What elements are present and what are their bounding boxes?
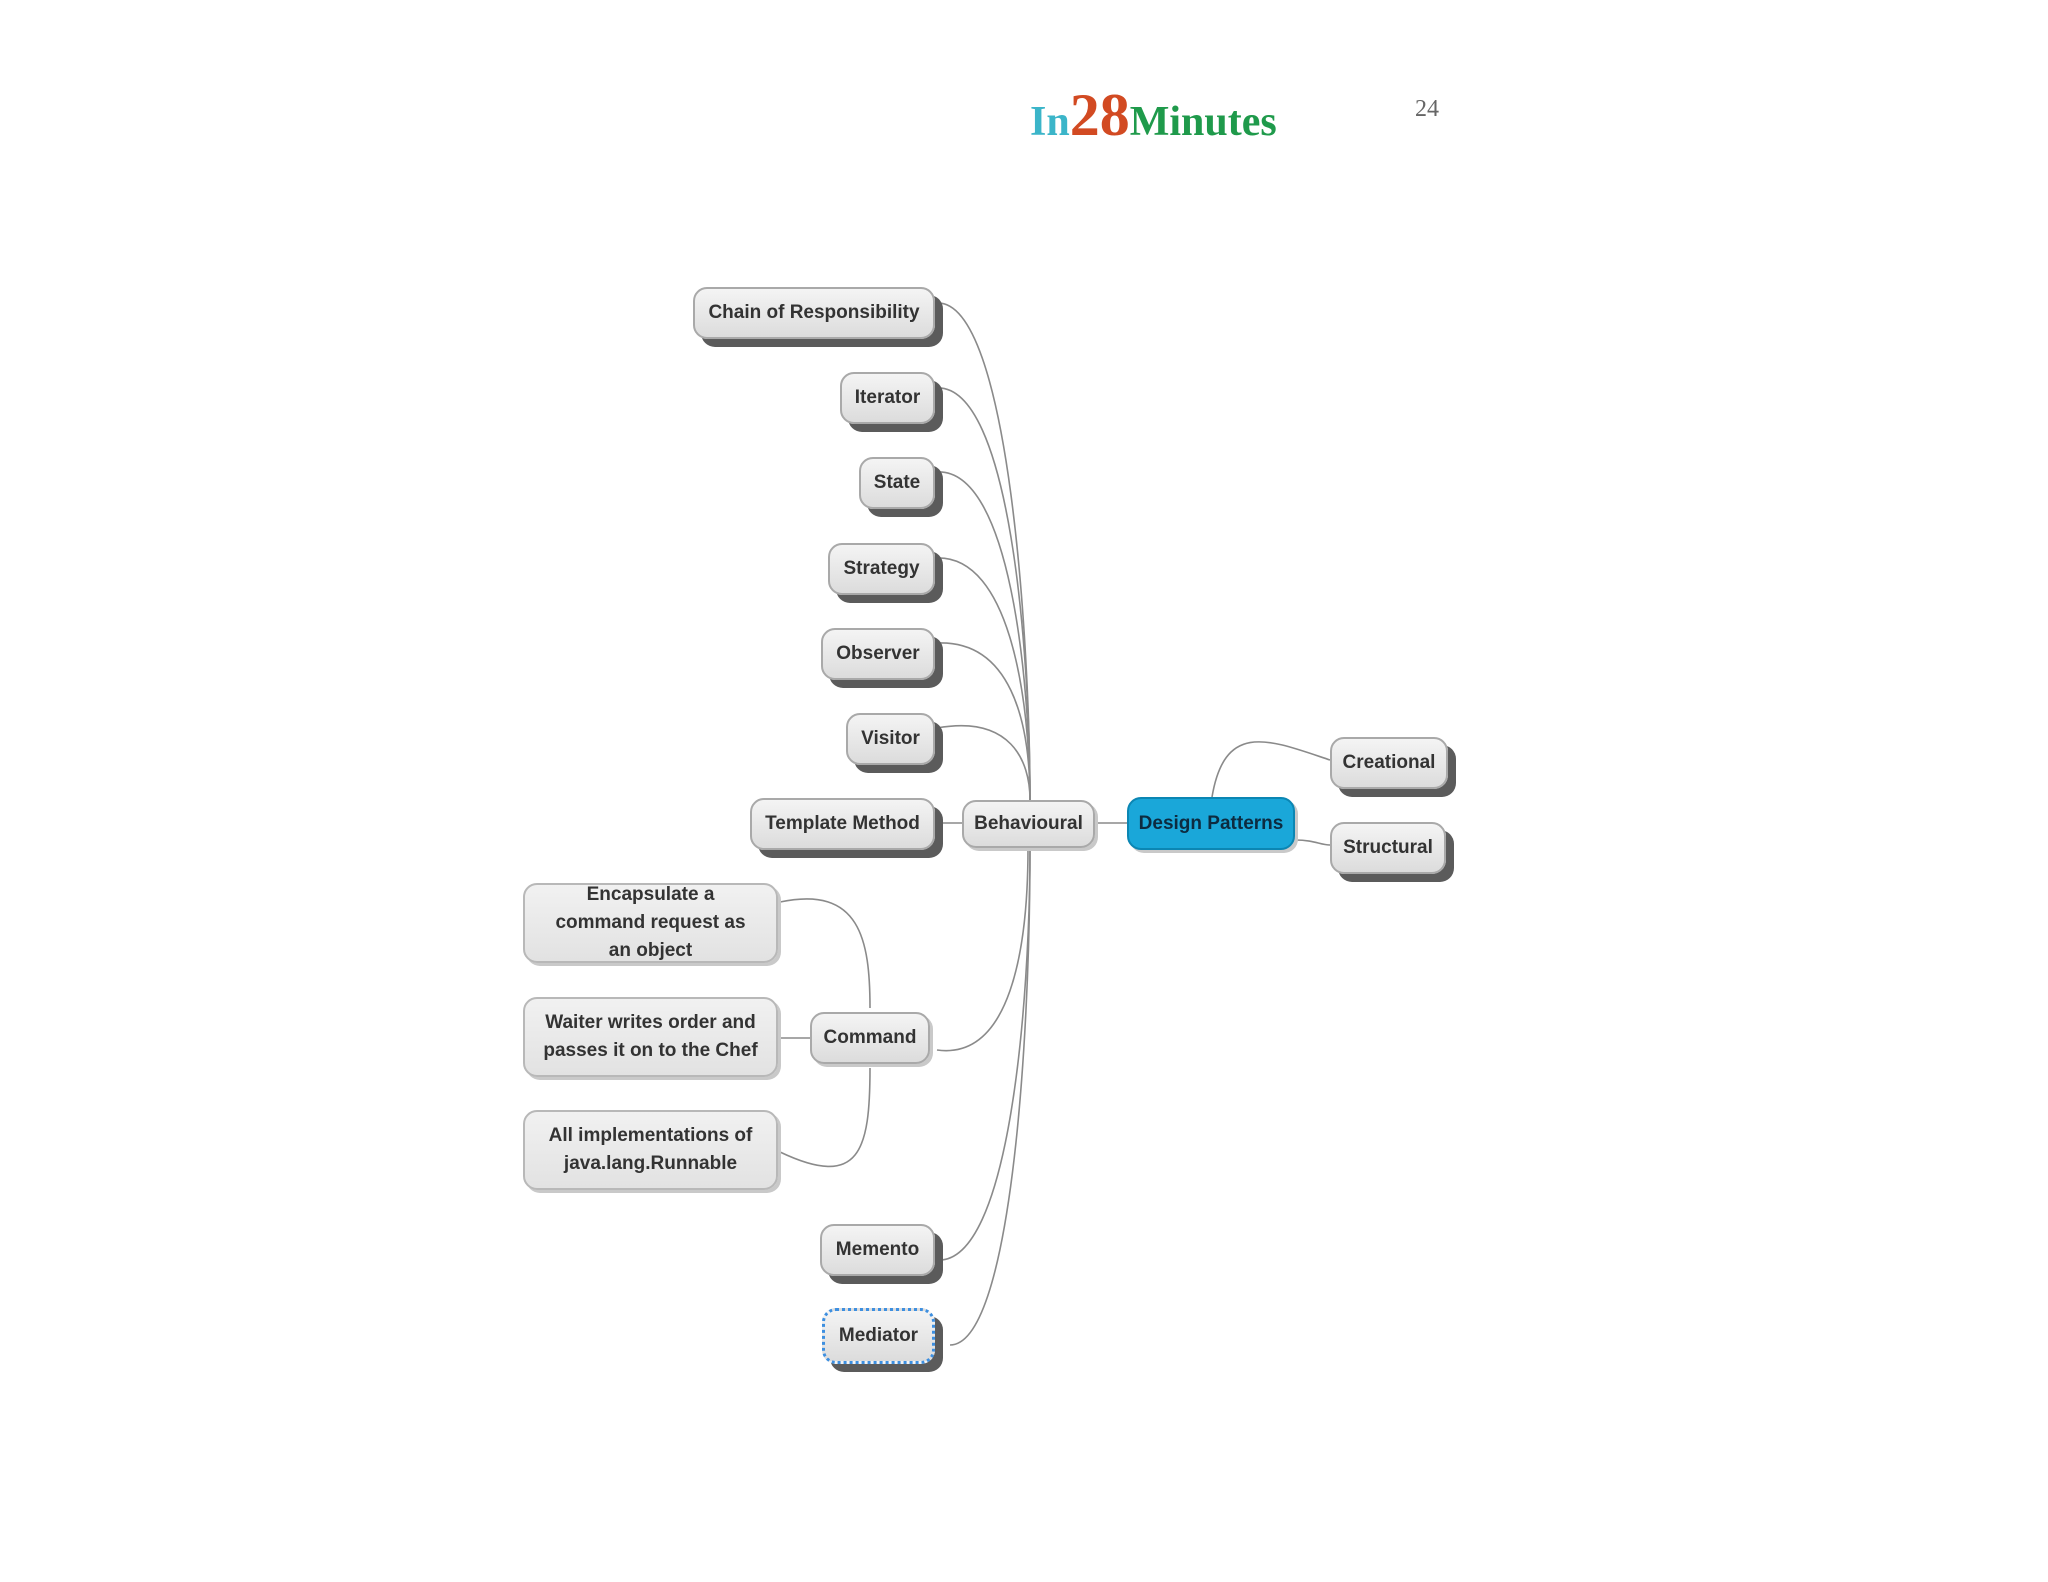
link-behavioural-mediator: [949, 847, 1031, 1346]
node-strategy[interactable]: Strategy: [828, 543, 935, 595]
node-mediator[interactable]: Mediator: [822, 1308, 935, 1364]
node-state[interactable]: State: [859, 457, 935, 509]
link-behavioural-memento: [936, 847, 1031, 1261]
note-java-runnable[interactable]: All implementations of java.lang.Runnabl…: [523, 1110, 778, 1190]
link-behavioural-strategy: [936, 557, 1031, 801]
link-behavioural-observer: [936, 642, 1031, 801]
link-behavioural-command: [936, 847, 1029, 1052]
link-command-note3: [779, 1067, 871, 1168]
node-memento[interactable]: Memento: [820, 1224, 935, 1276]
in28minutes-logo: In28Minutes: [1030, 85, 1277, 145]
link-behavioural-visitor: [936, 725, 1031, 801]
link-root-structural: [1294, 839, 1331, 846]
node-observer[interactable]: Observer: [821, 628, 935, 680]
node-creational[interactable]: Creational: [1330, 737, 1448, 789]
link-command-note1: [779, 898, 871, 1009]
node-design-patterns-root[interactable]: Design Patterns: [1127, 797, 1295, 850]
node-visitor[interactable]: Visitor: [846, 713, 935, 765]
node-iterator[interactable]: Iterator: [840, 372, 935, 424]
node-structural[interactable]: Structural: [1330, 822, 1446, 874]
node-template-method[interactable]: Template Method: [750, 798, 935, 850]
page-number: 24: [1415, 96, 1439, 122]
note-waiter-writes-order[interactable]: Waiter writes order and passes it on to …: [523, 997, 778, 1077]
logo-in: In: [1030, 99, 1070, 145]
logo-28: 28: [1069, 82, 1130, 148]
node-behavioural[interactable]: Behavioural: [962, 800, 1095, 848]
node-chain-of-responsibility[interactable]: Chain of Responsibility: [693, 287, 935, 339]
node-command[interactable]: Command: [810, 1012, 930, 1064]
link-behavioural-iterator: [936, 387, 1031, 801]
note-encapsulate-command[interactable]: Encapsulate a command request as an obje…: [523, 883, 778, 963]
link-root-creational: [1211, 741, 1331, 798]
logo-minutes: Minutes: [1129, 99, 1277, 145]
